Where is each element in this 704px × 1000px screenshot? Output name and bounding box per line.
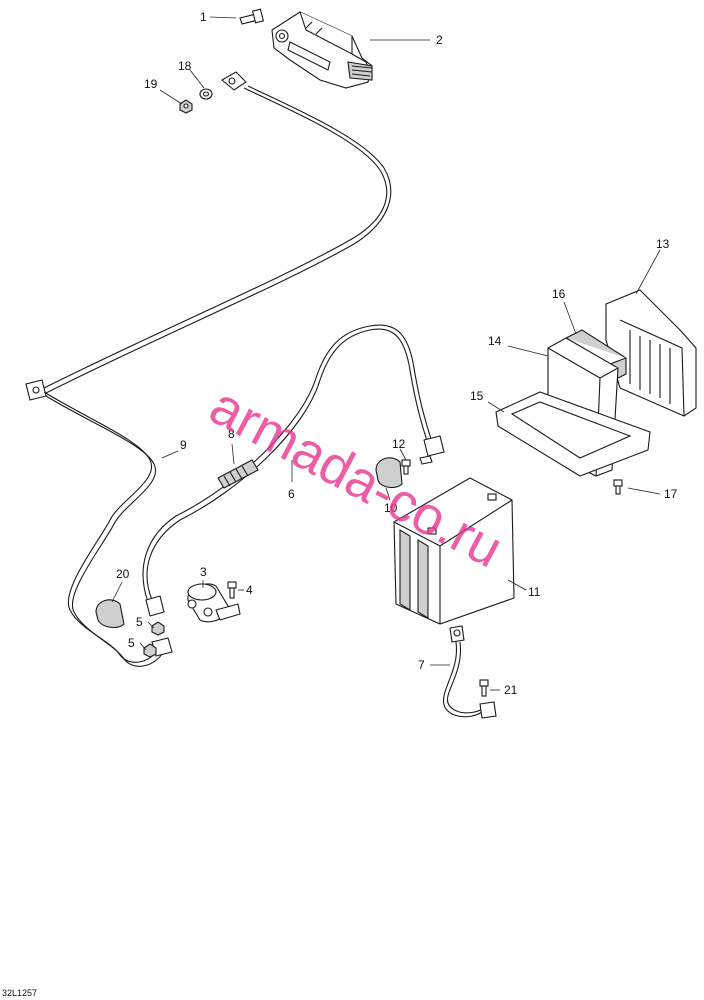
callout-7: 7 bbox=[418, 658, 425, 672]
callout-1: 1 bbox=[200, 10, 207, 24]
battery-11 bbox=[393, 477, 515, 625]
callout-9: 9 bbox=[180, 438, 187, 452]
bolt-4 bbox=[227, 581, 237, 599]
callout-8: 8 bbox=[228, 427, 235, 441]
washer-18 bbox=[199, 88, 213, 100]
bolt-21 bbox=[479, 679, 489, 697]
boot-10 bbox=[375, 457, 403, 489]
callout-10: 10 bbox=[384, 501, 398, 515]
nut-19 bbox=[179, 99, 193, 114]
callout-21: 21 bbox=[504, 683, 518, 697]
callout-2: 2 bbox=[436, 33, 443, 47]
watermark: armada-co.ru bbox=[200, 376, 512, 580]
watermark-text: armada-co.ru bbox=[200, 376, 512, 580]
screw-12 bbox=[401, 455, 433, 475]
callout-14: 14 bbox=[488, 334, 502, 348]
callout-16: 16 bbox=[552, 287, 566, 301]
sleeve-8 bbox=[217, 459, 259, 489]
bolt-1 bbox=[239, 8, 264, 25]
callout-18: 18 bbox=[178, 59, 192, 73]
callout-15: 15 bbox=[470, 389, 484, 403]
callout-labels: 1 2 3 4 5 5 6 7 8 9 10 11 12 13 14 15 16… bbox=[116, 10, 678, 697]
callout-17: 17 bbox=[664, 487, 678, 501]
boot-20 bbox=[95, 599, 125, 629]
callout-3: 3 bbox=[200, 565, 207, 579]
callout-19: 19 bbox=[144, 77, 158, 91]
bolt-17 bbox=[613, 479, 623, 495]
battery-cover-13 bbox=[605, 289, 697, 417]
negative-cable-7 bbox=[442, 625, 497, 719]
callout-20: 20 bbox=[116, 567, 130, 581]
nut-5-a bbox=[151, 621, 165, 636]
nut-5-b bbox=[143, 643, 157, 658]
battery-tray-15 bbox=[495, 391, 651, 477]
callout-4: 4 bbox=[246, 583, 253, 597]
solenoid-3 bbox=[187, 583, 241, 623]
callout-5a: 5 bbox=[136, 615, 143, 629]
starter-motor bbox=[271, 11, 373, 89]
positive-cable-6 bbox=[142, 324, 445, 617]
callout-5b: 5 bbox=[128, 636, 135, 650]
drawing-id: 32L1257 bbox=[2, 988, 37, 998]
callout-6: 6 bbox=[288, 487, 295, 501]
callout-13: 13 bbox=[656, 237, 670, 251]
starter-cable-9 bbox=[25, 71, 392, 667]
callout-12: 12 bbox=[392, 437, 406, 451]
callout-11: 11 bbox=[528, 585, 541, 599]
leader-lines bbox=[111, 16, 661, 691]
